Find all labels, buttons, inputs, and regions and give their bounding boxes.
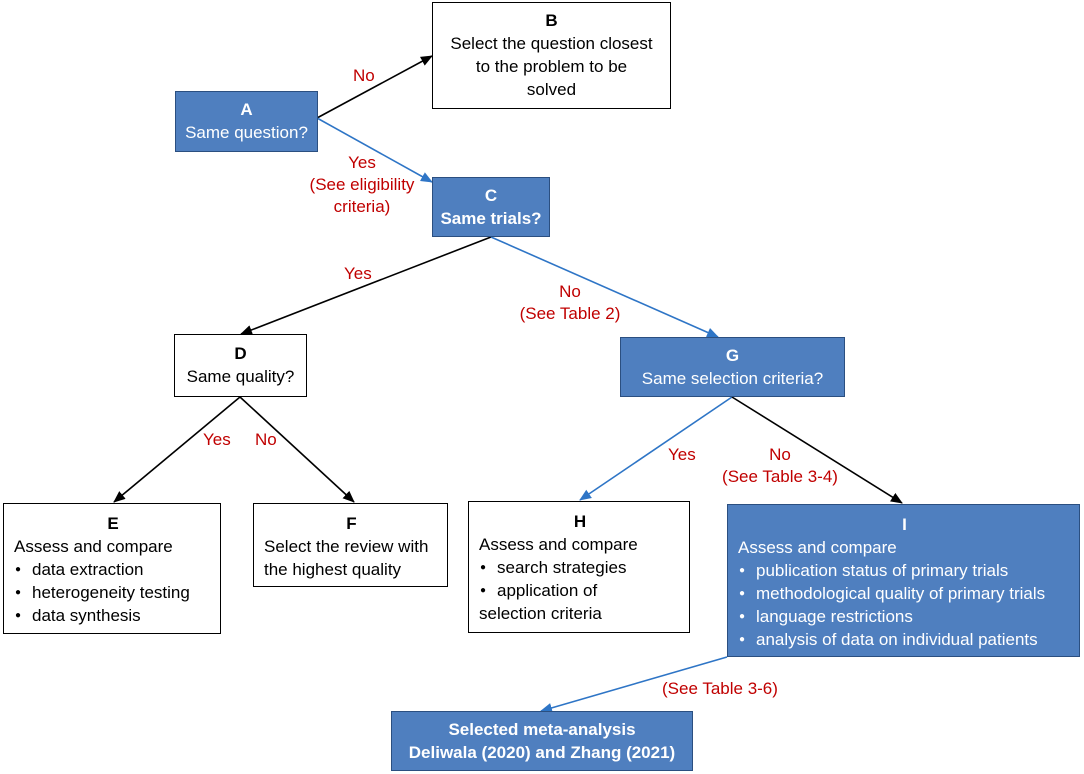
box-a-same-question: A Same question? (175, 91, 318, 152)
box-d-same-quality: D Same quality? (174, 334, 307, 397)
box-e-letter: E (107, 514, 119, 533)
box-a-letter: A (240, 100, 253, 119)
box-e-list: data extraction heterogeneity testing da… (14, 558, 212, 627)
box-i-heading: Assess and compare (738, 538, 897, 557)
label-c-to-g-line-1: No (559, 282, 581, 301)
list-item: application of (479, 579, 681, 602)
box-b-letter: B (545, 11, 558, 30)
list-item: heterogeneity testing (14, 581, 212, 604)
label-g-to-i-no: No (See Table 3-4) (716, 444, 844, 488)
arrow-c-to-d (240, 236, 492, 335)
box-h-list: search strategies application of (479, 556, 681, 602)
box-h-assess-compare: H Assess and compare search strategies a… (468, 501, 690, 633)
box-b-select-question: B Select the question closest to the pro… (432, 2, 671, 109)
box-g-text: Same selection criteria? (641, 369, 824, 388)
box-e-assess-compare: E Assess and compare data extraction het… (3, 503, 221, 634)
label-a-to-c-line-3: criteria) (333, 197, 391, 216)
label-g-to-i-line-2: (See Table 3-4) (722, 467, 838, 486)
box-i-letter: I (902, 515, 907, 534)
arrow-d-to-f (239, 396, 355, 503)
box-h-continuation: selection criteria (479, 604, 602, 623)
box-b-line-1: Select the question closest (450, 34, 653, 53)
list-item: data extraction (14, 558, 212, 581)
list-item: publication status of primary trials (738, 559, 1071, 582)
label-d-to-f-no: No (255, 430, 277, 449)
arrow-g-to-h (579, 396, 733, 501)
label-a-to-c-line-2: (See eligibility (309, 175, 415, 194)
box-selected-meta-analysis: Selected meta-analysis Deliwala (2020) a… (391, 711, 693, 771)
list-item: data synthesis (14, 604, 212, 627)
box-f-line-1: Select the review with (264, 537, 429, 556)
arrow-a-to-c (316, 117, 433, 183)
box-c-same-trials: C Same trials? (432, 177, 550, 237)
box-c-text: Same trials? (440, 209, 542, 228)
box-h-letter: H (573, 512, 587, 531)
box-f-line-2: the highest quality (264, 560, 402, 579)
list-item: search strategies (479, 556, 681, 579)
list-item-text: application of (497, 581, 598, 600)
arrow-c-to-g (490, 236, 719, 338)
final-line-1: Selected meta-analysis (448, 720, 636, 739)
box-i-assess-compare: I Assess and compare publication status … (727, 504, 1080, 657)
label-a-to-c-yes: Yes (See eligibility criteria) (300, 152, 424, 218)
label-i-to-final: (See Table 3-6) (662, 679, 778, 698)
arrow-i-to-final (540, 656, 728, 713)
box-b-line-3: solved (526, 80, 577, 99)
box-i-list: publication status of primary trials met… (738, 559, 1071, 651)
label-g-to-i-line-1: No (769, 445, 791, 464)
box-e-heading: Assess and compare (14, 537, 173, 556)
box-h-heading: Assess and compare (479, 535, 638, 554)
box-f-letter: F (346, 514, 357, 533)
label-d-to-e-yes: Yes (203, 430, 231, 449)
box-a-text: Same question? (185, 123, 308, 142)
label-g-to-h-yes: Yes (668, 445, 696, 464)
box-g-same-selection-criteria: G Same selection criteria? (620, 337, 845, 397)
arrow-a-to-b (316, 55, 433, 119)
label-c-to-d-yes: Yes (344, 264, 372, 283)
box-f-select-review: F Select the review with the highest qua… (253, 503, 448, 587)
arrow-g-to-i (731, 396, 903, 504)
label-a-to-c-line-1: Yes (348, 153, 376, 172)
list-item: methodological quality of primary trials (738, 582, 1071, 605)
label-c-to-g-line-2: (See Table 2) (519, 304, 621, 323)
box-d-letter: D (234, 344, 247, 363)
list-item: language restrictions (738, 605, 1071, 628)
label-c-to-g-no: No (See Table 2) (512, 281, 628, 325)
box-d-text: Same quality? (186, 367, 295, 386)
box-b-line-2: to the problem to be (475, 57, 628, 76)
box-g-letter: G (725, 346, 740, 365)
box-c-letter: C (484, 186, 498, 205)
final-line-2: Deliwala (2020) and Zhang (2021) (408, 743, 676, 762)
label-a-to-b-no: No (353, 66, 375, 85)
list-item: analysis of data on individual patients (738, 628, 1071, 651)
arrow-d-to-e (113, 396, 241, 503)
